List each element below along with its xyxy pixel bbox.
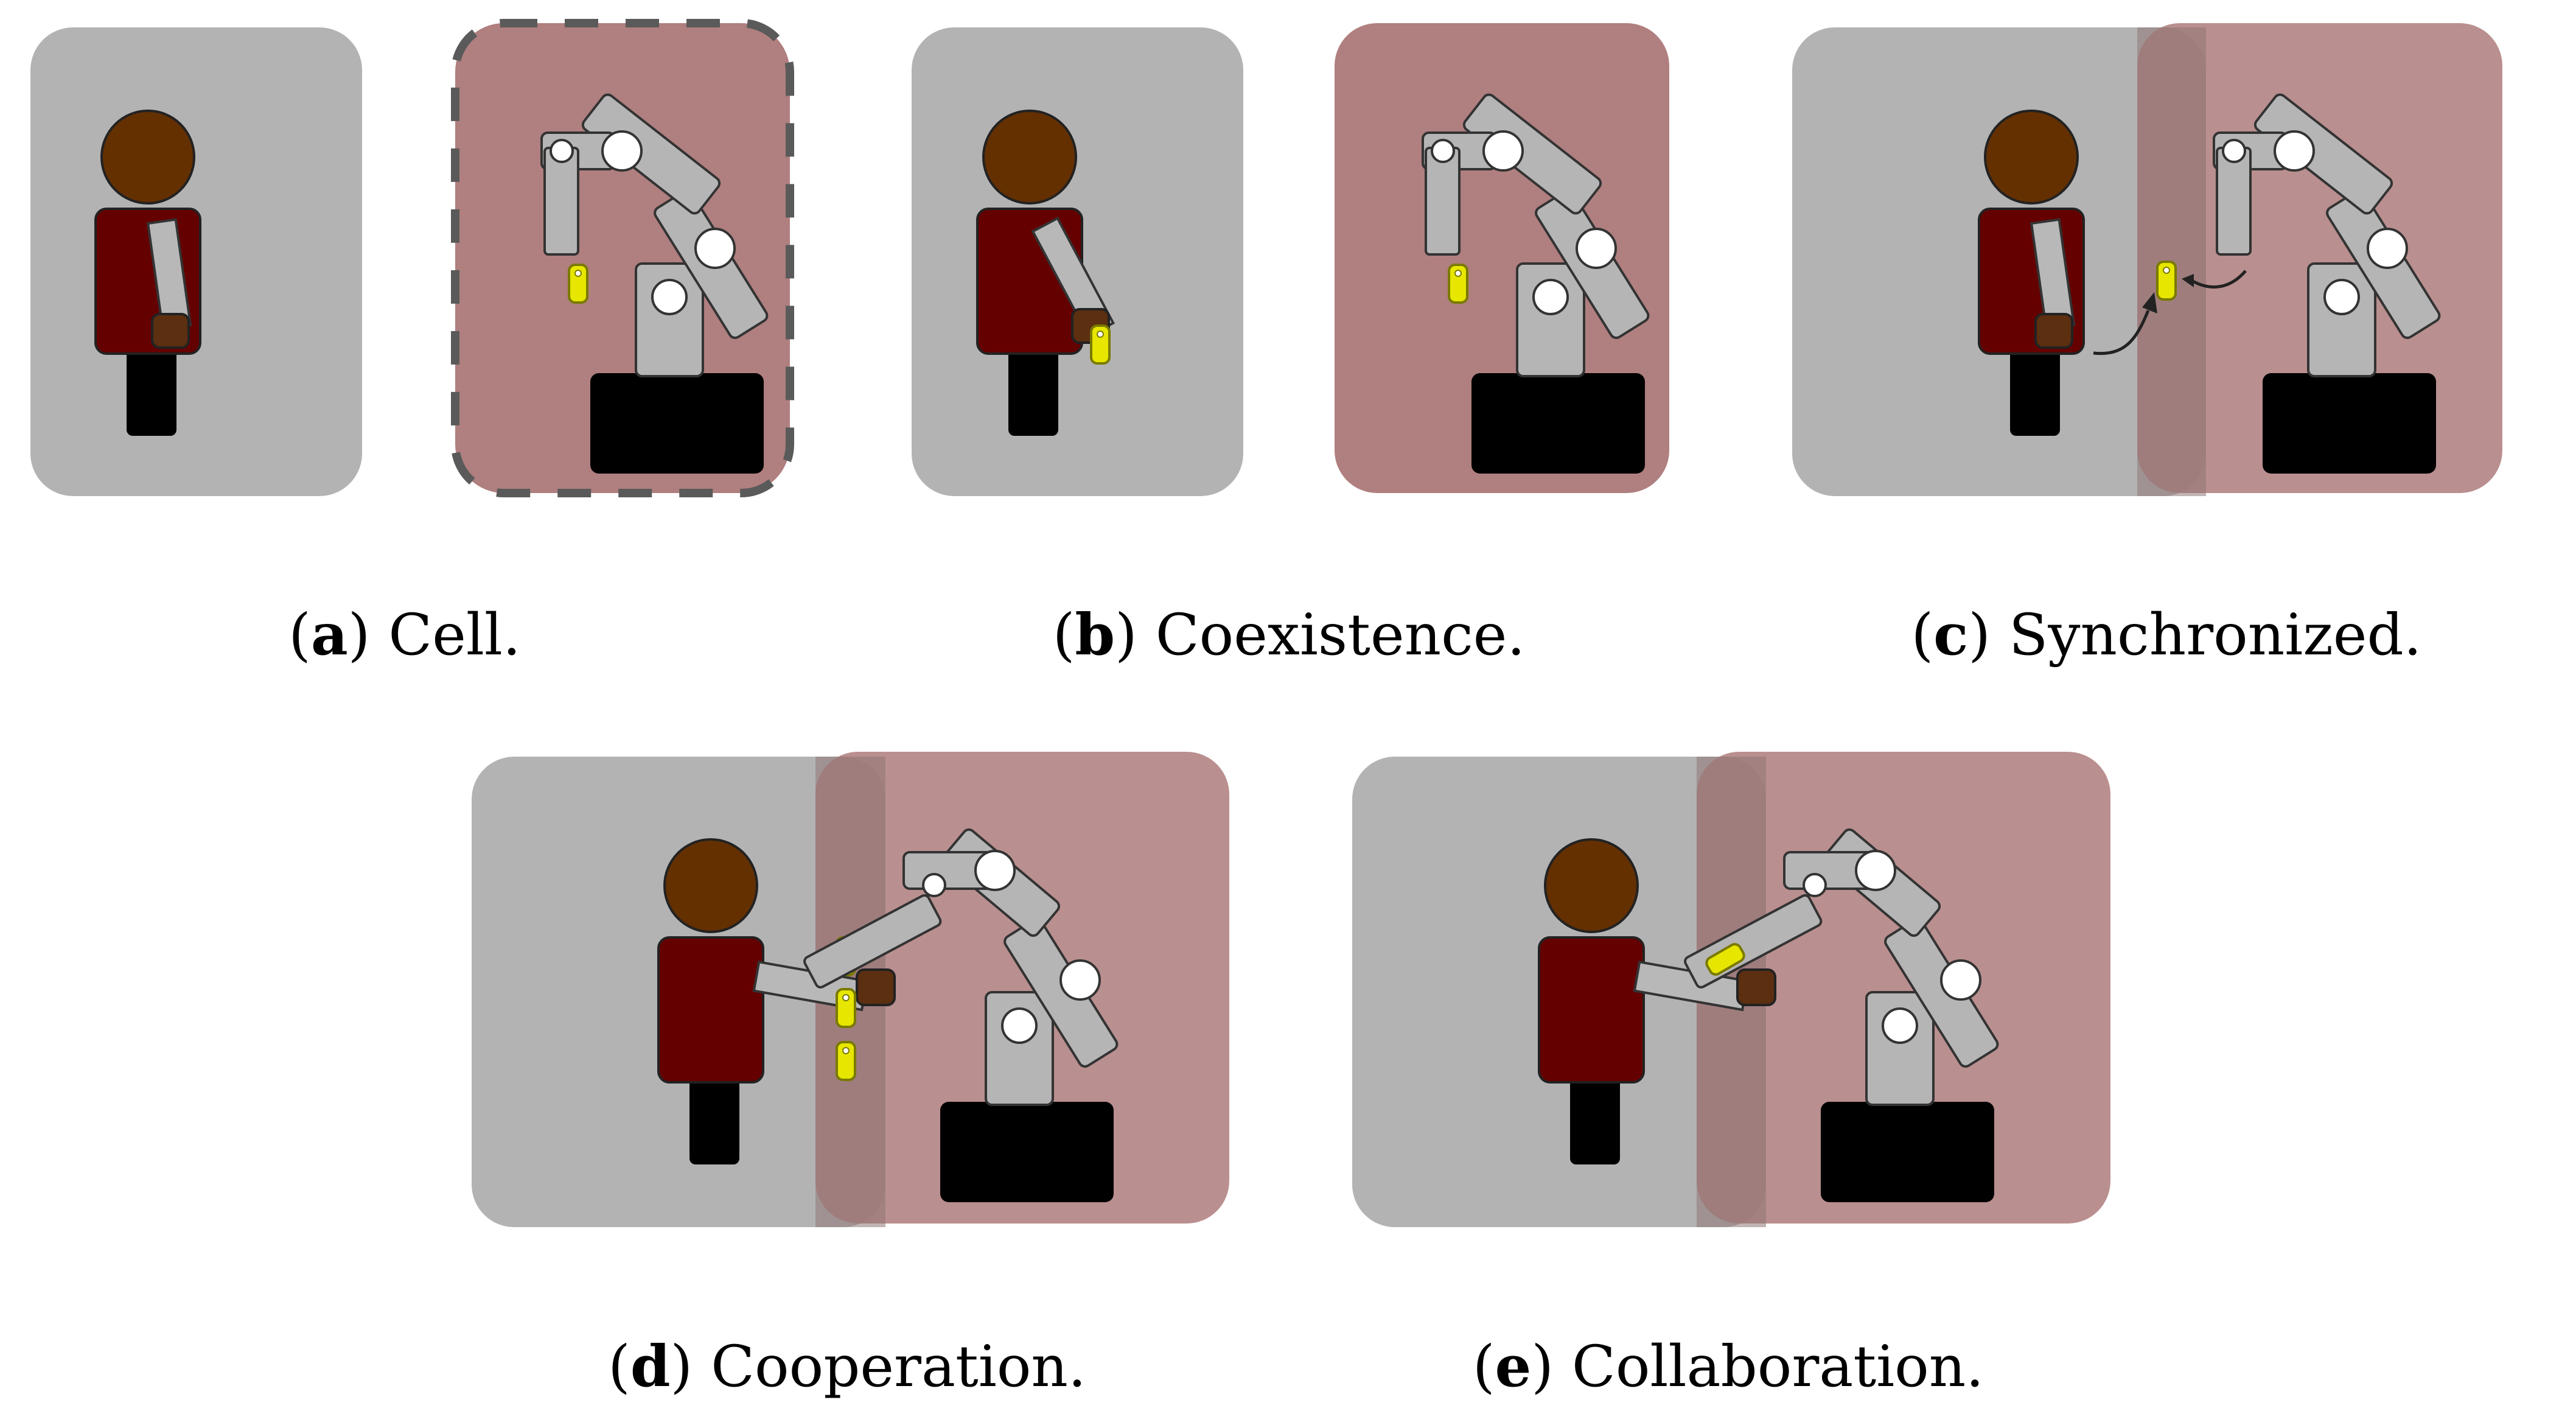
- transfer-arrow-icon: [2093, 310, 2150, 355]
- caption-a: (a) Cell.: [288, 601, 521, 668]
- part: [568, 264, 588, 304]
- part: [1090, 324, 1111, 365]
- caption-e: (e) Collaboration.: [1473, 1333, 1984, 1400]
- caption-b: (b) Coexistence.: [1053, 601, 1526, 668]
- caption-c: (c) Synchronized.: [1911, 601, 2421, 668]
- panel-synchronized: [1792, 23, 2502, 496]
- part: [2156, 261, 2177, 301]
- panel-cooperation: [472, 752, 1229, 1227]
- panel-coexistence: [912, 23, 1669, 496]
- part: [836, 1041, 856, 1081]
- part: [1705, 943, 1745, 976]
- panel-collaboration: [1352, 752, 2110, 1227]
- part: [1448, 264, 1468, 304]
- arrowhead-icon: [2142, 292, 2157, 313]
- caption-d: (d) Cooperation.: [608, 1333, 1086, 1400]
- arrowhead-icon: [2182, 274, 2194, 287]
- part: [836, 988, 856, 1028]
- panel-cell: [30, 19, 794, 497]
- transfer-arrow-icon: [2190, 270, 2247, 289]
